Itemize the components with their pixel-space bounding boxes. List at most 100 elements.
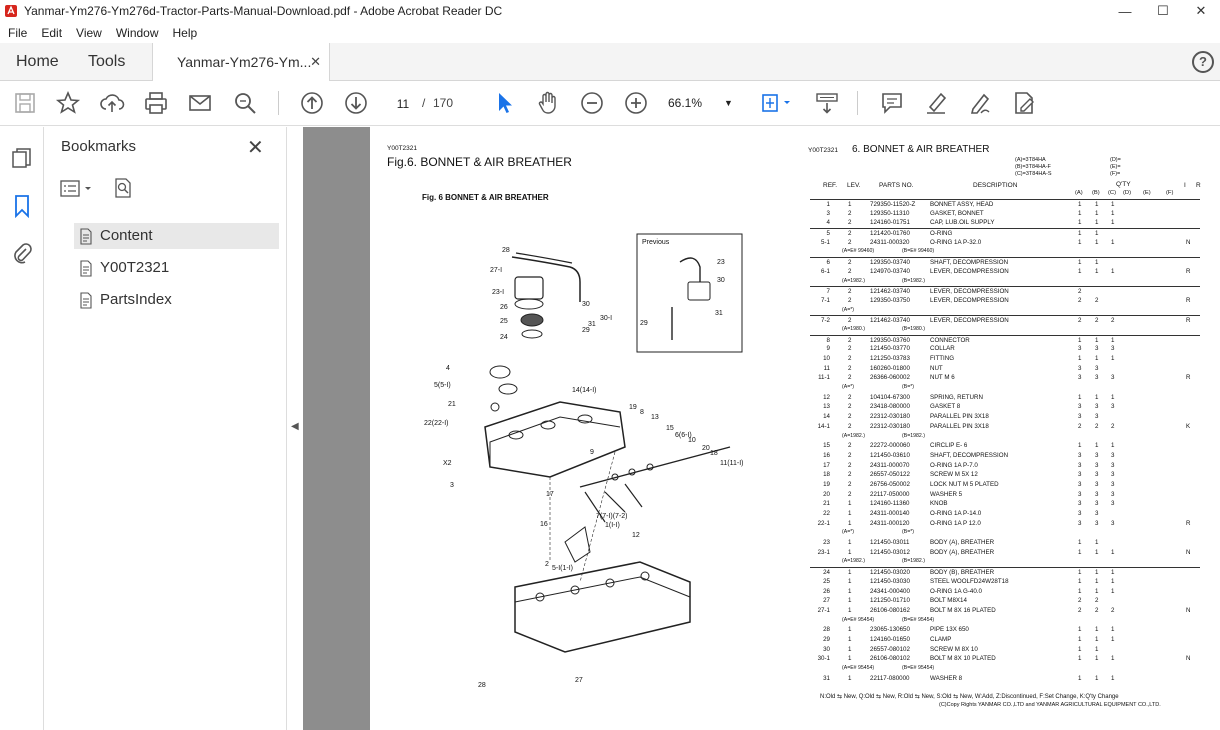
upload-cloud-icon[interactable]: [99, 90, 125, 116]
toolbar-separator: [857, 91, 858, 115]
callout-label: 31: [715, 310, 723, 317]
star-icon[interactable]: [55, 90, 81, 116]
table-cell-pn: 121450-03610: [870, 451, 910, 459]
search-bookmark-icon[interactable]: [112, 177, 134, 204]
tab-tools[interactable]: Tools: [88, 53, 126, 70]
table-cell-b: 3: [1095, 471, 1099, 479]
fit-page-icon[interactable]: [758, 90, 794, 116]
bookmark-y00t2321[interactable]: Y00T2321: [74, 255, 279, 281]
menu-view[interactable]: View: [76, 25, 102, 40]
menu-window[interactable]: Window: [115, 25, 159, 40]
table-cell-pn: 121462-03740: [870, 317, 910, 325]
maximize-button[interactable]: ☐: [1157, 3, 1169, 18]
hand-tool-icon[interactable]: [535, 90, 561, 116]
tab-document[interactable]: Yanmar-Ym276-Ym... ✕: [152, 43, 330, 82]
close-tab-icon[interactable]: ✕: [310, 54, 321, 69]
close-panel-icon[interactable]: ✕: [247, 137, 264, 159]
mail-icon[interactable]: [187, 90, 213, 116]
attachment-icon[interactable]: [11, 241, 33, 270]
zoom-out-icon[interactable]: [579, 90, 605, 116]
previous-page-icon[interactable]: [299, 90, 325, 116]
table-cell-flag: N: [1186, 606, 1191, 614]
document-area[interactable]: Y00T2321 Fig.6. BONNET & AIR BREATHER Fi…: [303, 127, 1220, 730]
select-cursor-icon[interactable]: [491, 90, 517, 116]
callout-label: 11(11-I): [720, 460, 743, 467]
table-cell-lev: 1: [848, 587, 852, 595]
table-cell-desc: O-RING 1A P 12.0: [930, 519, 981, 527]
col-lev: LEV.: [847, 182, 861, 189]
table-cell-a: 2: [1078, 296, 1082, 304]
table-cell-ref: 12: [823, 393, 830, 401]
comment-icon[interactable]: [879, 90, 905, 116]
bookmark-partsindex[interactable]: PartsIndex: [74, 287, 279, 313]
highlight-pen-icon[interactable]: [923, 90, 949, 116]
table-cell-lev: 2: [848, 259, 852, 267]
table-cell-b: 1: [1095, 238, 1099, 246]
table-cell-ref: 5-1: [821, 238, 830, 246]
bookmark-options-icon[interactable]: [60, 179, 96, 204]
table-cell-pn: 124160-11360: [870, 500, 910, 508]
table-cell-lev: 1: [848, 519, 852, 527]
model-legend-d: (D)=: [1110, 157, 1121, 163]
table-cell-lev: 2: [848, 336, 852, 344]
table-cell-desc: BOLT M 8X 10 PLATED: [930, 655, 996, 663]
tab-home[interactable]: Home: [16, 53, 59, 70]
table-cell-desc: CLAMP: [930, 635, 952, 643]
panel-splitter[interactable]: ◀: [287, 127, 303, 730]
bookmarks-panel: Bookmarks ✕ Content Y00T2321 PartsIndex: [44, 127, 287, 730]
menu-help[interactable]: Help: [172, 25, 198, 40]
table-cell-pn: (A=1982.): [842, 277, 865, 284]
bookmark-content[interactable]: Content: [74, 223, 279, 249]
table-cell-ref: 13: [823, 403, 830, 411]
next-page-icon[interactable]: [343, 90, 369, 116]
zoom-in-icon[interactable]: [623, 90, 649, 116]
bookmark-page-icon: [80, 260, 92, 277]
table-cell-desc: (B=E# 95454): [902, 616, 935, 623]
fill-sign-icon[interactable]: [1011, 90, 1037, 116]
menu-edit[interactable]: Edit: [41, 25, 63, 40]
menu-file[interactable]: File: [8, 25, 28, 40]
table-cell-desc: STEEL WOOLFD24W28T18: [930, 577, 1009, 585]
table-cell-desc: O-RING 1A G-40.0: [930, 587, 982, 595]
help-icon[interactable]: ?: [1192, 51, 1214, 73]
table-cell-c: 2: [1111, 317, 1115, 325]
minimize-button[interactable]: —: [1118, 3, 1132, 19]
page-number-input[interactable]: 11: [387, 90, 419, 116]
table-cell-c: 1: [1111, 674, 1115, 682]
bookmark-icon[interactable]: [11, 194, 33, 223]
table-cell-desc: O-RING 1A P-7.0: [930, 461, 978, 469]
col-qty-b: (B): [1092, 190, 1100, 196]
close-window-button[interactable]: ✕: [1195, 3, 1207, 18]
bookmark-tools: [58, 175, 268, 203]
search-icon[interactable]: [232, 90, 258, 116]
table-cell-desc: BOLT M8X14: [930, 597, 967, 605]
table-cell-desc: SCREW M 8X 10: [930, 645, 978, 653]
collapse-panel-icon[interactable]: ◀: [291, 421, 299, 432]
exploded-parts-diagram: 28 27-I 23-I 26 25 24 29 30-I 30 31 4 5(…: [424, 233, 743, 689]
table-cell-ref: 14: [823, 413, 830, 421]
table-cell-pn: 124160-01751: [870, 219, 910, 227]
table-cell-a: 3: [1078, 451, 1082, 459]
col-r: R: [1196, 182, 1201, 189]
table-cell-ref: 30-1: [817, 655, 830, 663]
inset-title: Previous: [642, 239, 670, 246]
table-cell-lev: 1: [848, 626, 852, 634]
keyboard-scroll-icon[interactable]: [814, 90, 840, 116]
table-cell-flag: R: [1186, 519, 1191, 527]
table-cell-lev: 2: [848, 413, 852, 421]
zoom-select[interactable]: 66.1% ▼: [668, 90, 738, 116]
print-icon[interactable]: [143, 90, 169, 116]
table-cell-c: 1: [1111, 393, 1115, 401]
draw-sign-icon[interactable]: [967, 90, 993, 116]
save-icon[interactable]: [12, 90, 38, 116]
table-cell-flag: K: [1186, 422, 1191, 430]
page-thumbnails-icon[interactable]: [11, 147, 33, 174]
